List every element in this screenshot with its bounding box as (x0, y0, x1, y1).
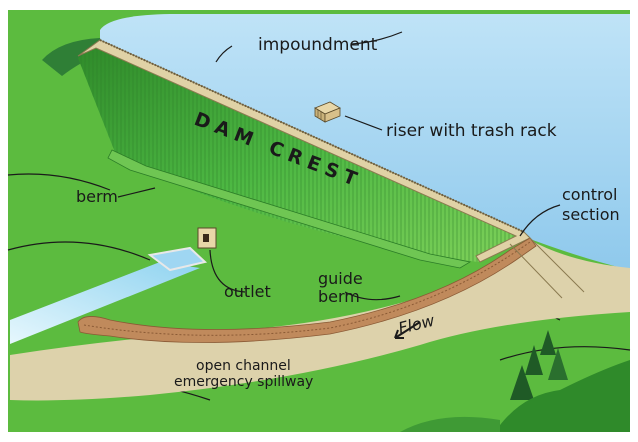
control-section-line (527, 235, 585, 293)
dam-face-texture (78, 44, 522, 262)
label-guide-1: guide (318, 269, 363, 288)
leader-berm (117, 187, 156, 198)
contour-line (7, 241, 151, 261)
plunge-pool (147, 246, 208, 272)
tree-icon (525, 345, 543, 375)
leader-impoundment-right (351, 31, 403, 45)
flow-arrow-head (394, 329, 404, 339)
impoundment-water (100, 14, 630, 270)
tree-icon (548, 348, 568, 380)
control-section-line (509, 243, 563, 299)
guide-berm (77, 237, 537, 343)
dam-berm (107, 149, 472, 269)
label-spillway-1: open channel (196, 358, 291, 374)
bush-icon (400, 416, 500, 432)
label-control-1: control (562, 185, 617, 204)
label-outlet: outlet (224, 282, 271, 301)
outlet-opening (203, 234, 209, 242)
crest-edge (99, 39, 525, 233)
leader-riser (344, 115, 383, 131)
leader-guide-berm (344, 291, 401, 301)
leader-outlet (209, 249, 246, 293)
label-riser: riser with trash rack (386, 121, 557, 141)
flow-arrow (394, 321, 421, 339)
riser-icon (314, 101, 341, 123)
label-impoundment: impoundment (258, 35, 378, 55)
label-berm: berm (76, 187, 118, 206)
leader-control (519, 204, 561, 237)
contour-line (499, 346, 631, 361)
outflow-water (10, 262, 200, 344)
leader-impoundment-left (215, 45, 233, 63)
left-hill (42, 38, 104, 76)
label-guide-2: berm (318, 287, 360, 306)
tree-icon (510, 365, 534, 400)
label-spillway-2: emergency spillway (174, 374, 313, 390)
contour-line (7, 173, 111, 191)
tree-icon (540, 330, 556, 355)
label-control-2: section (562, 205, 620, 224)
bush-icon (495, 360, 630, 432)
